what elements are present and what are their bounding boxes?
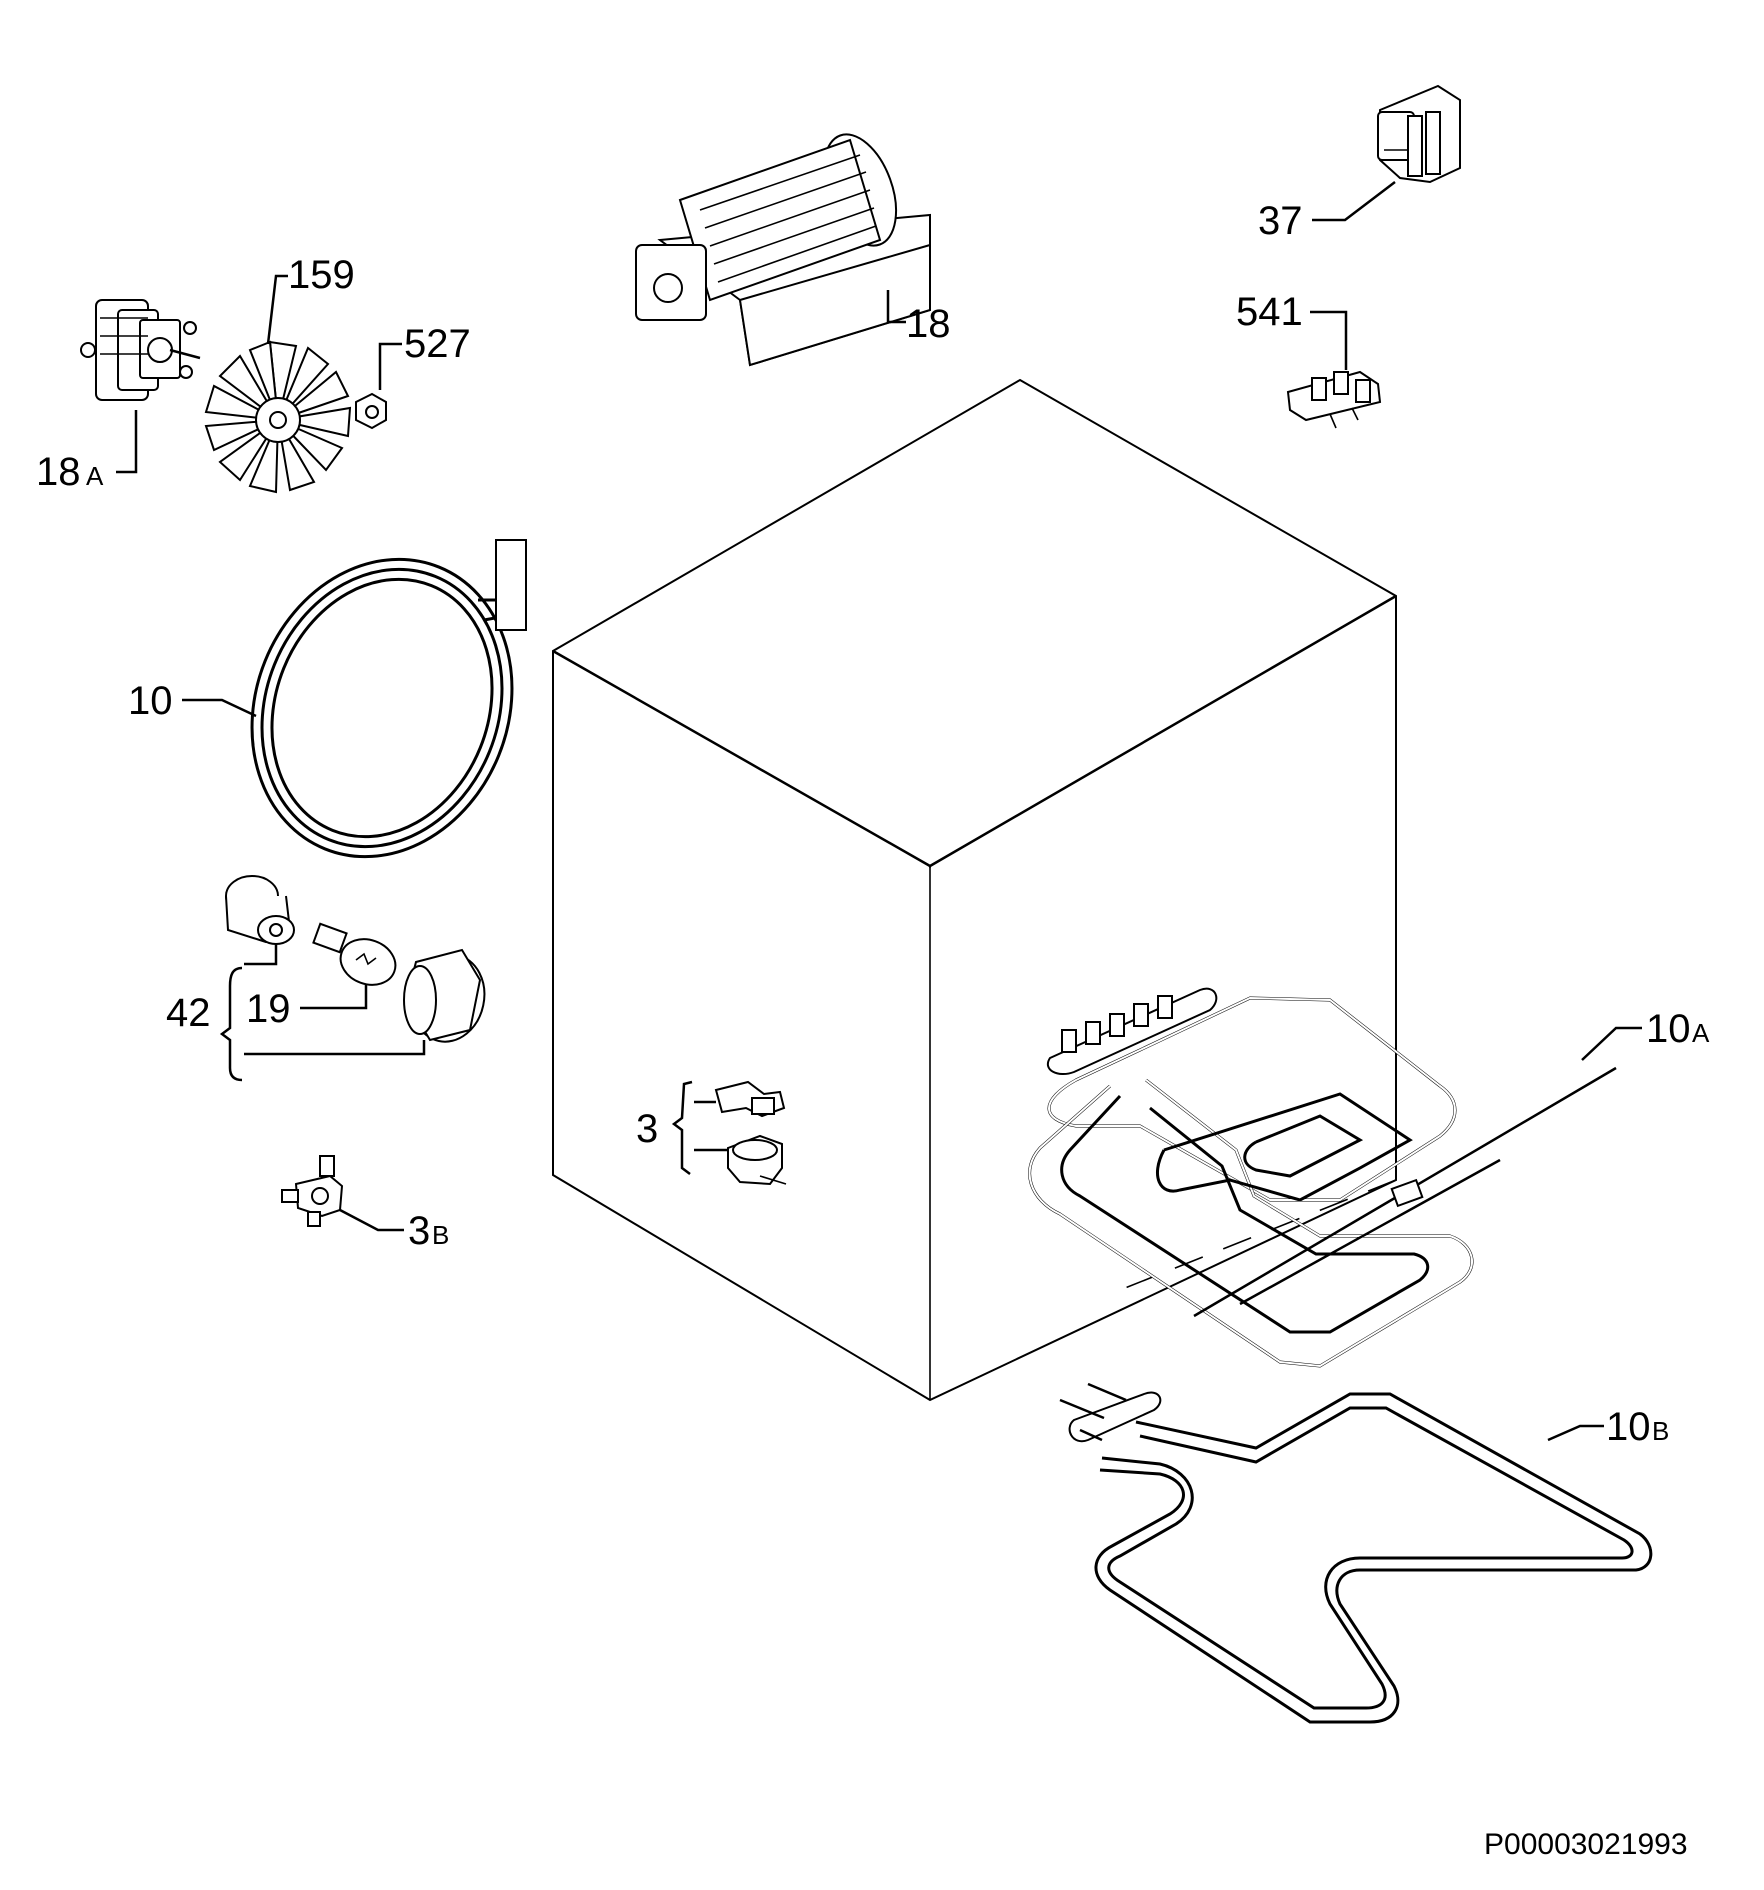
label-18a-suffix: A: [86, 461, 104, 491]
bracket-3: [671, 1080, 693, 1175]
leader-42a: [244, 944, 278, 966]
bracket-42: [219, 966, 243, 1082]
leader-18a: [116, 410, 138, 474]
switch-part: [1377, 84, 1461, 184]
leader-10b: [1547, 1424, 1604, 1442]
label-19: 19: [246, 987, 291, 1031]
label-18: 18: [906, 302, 951, 346]
label-10a-suffix: A: [1692, 1018, 1710, 1048]
leader-3b-part: [339, 1208, 404, 1232]
leader-18: [886, 290, 906, 324]
top-grill-element-part: [1028, 987, 1617, 1368]
drawing-code: P00003021993: [1484, 1828, 1688, 1861]
leader-10a: [1581, 1026, 1642, 1061]
circular-heating-element-part: [250, 539, 527, 859]
lamp-cover-part: [403, 948, 486, 1043]
lamp-holder-part: [225, 875, 295, 945]
label-10a: 10: [1646, 1007, 1691, 1051]
oven-cavity-box: [552, 378, 1397, 1402]
leader-19: [300, 984, 368, 1010]
label-18a: 18: [36, 450, 81, 494]
label-42: 42: [166, 991, 211, 1035]
nut-part: [355, 392, 387, 430]
label-10b-suffix: B: [1652, 1416, 1669, 1446]
leader-10: [182, 698, 257, 718]
label-10: 10: [128, 679, 173, 723]
leader-159: [266, 274, 288, 345]
bottom-heating-element-part: [1059, 1382, 1653, 1724]
label-159: 159: [288, 253, 355, 297]
leader-527: [378, 342, 402, 390]
label-541: 541: [1236, 290, 1303, 334]
terminal-block-part: [1286, 370, 1382, 429]
leader-541: [1310, 310, 1348, 370]
thermostat-clips-part: [714, 1080, 787, 1186]
thermostat-part: [281, 1155, 344, 1227]
lamp-bulb-part: [312, 922, 397, 986]
leader-42c: [244, 1040, 426, 1056]
label-527: 527: [404, 322, 471, 366]
label-10b: 10: [1606, 1405, 1651, 1449]
tangential-fan-part: [635, 133, 931, 367]
fan-motor-part: [80, 299, 201, 401]
label-37: 37: [1258, 199, 1303, 243]
label-3b: 3: [408, 1209, 430, 1253]
label-3b-suffix: B: [432, 1220, 449, 1250]
label-3: 3: [636, 1107, 658, 1151]
leader-37: [1312, 181, 1396, 222]
fan-blade-part: [204, 340, 352, 494]
